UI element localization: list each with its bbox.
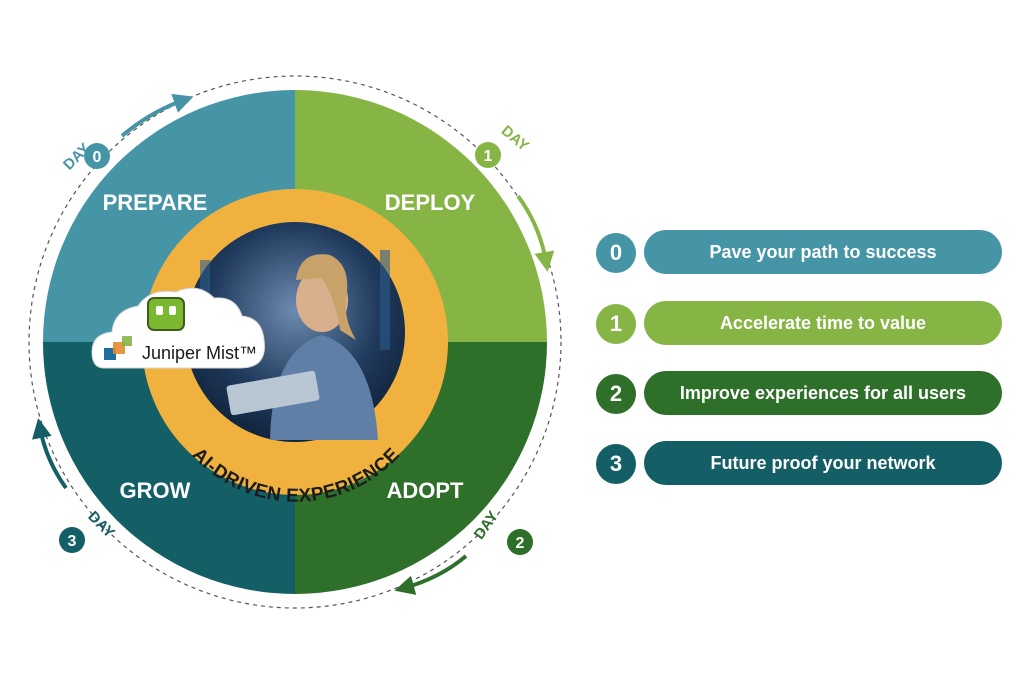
step-number-badge: 0 — [596, 233, 636, 273]
svg-text:0: 0 — [93, 149, 102, 166]
step-row-0: 0 Pave your path to success — [596, 230, 1006, 276]
day-3-badge — [59, 527, 85, 553]
arrow-day-0-icon — [120, 93, 194, 138]
svg-text:3: 3 — [68, 533, 77, 550]
day-1-marker: DAY 1 — [475, 122, 555, 272]
lifecycle-diagram: PREPARE DEPLOY ADOPT GROW AI-DRIVEN EXPE… — [28, 75, 562, 609]
phase-label-deploy: DEPLOY — [385, 190, 476, 215]
juniper-mist-logo: Juniper Mist™ — [91, 287, 265, 369]
phase-label-grow: GROW — [120, 478, 191, 503]
step-pill: Improve experiences for all users — [644, 371, 1002, 415]
outer-dashed-orbit — [28, 75, 562, 609]
step-row-1: 1 Accelerate time to value — [596, 301, 1006, 347]
phase-label-adopt: ADOPT — [387, 478, 465, 503]
svg-text:1: 1 — [484, 148, 493, 165]
day-1-badge — [475, 142, 501, 168]
person-illustration — [200, 250, 390, 440]
step-row-2: 2 Improve experiences for all users — [596, 371, 1006, 417]
step-pill: Accelerate time to value — [644, 301, 1002, 345]
arrow-day-2-icon — [394, 554, 468, 595]
mist-robot-icon — [147, 297, 185, 331]
day-0-badge — [84, 143, 110, 169]
step-row-3: 3 Future proof your network — [596, 441, 1006, 487]
svg-text:DAY: DAY — [498, 122, 532, 154]
step-pill: Pave your path to success — [644, 230, 1002, 274]
juniper-mark-icon — [104, 336, 132, 360]
step-number-badge: 1 — [596, 304, 636, 344]
arrow-day-3-icon — [32, 418, 68, 490]
svg-text:2: 2 — [516, 535, 525, 552]
logo-text: Juniper Mist™ — [142, 343, 257, 363]
step-pill: Future proof your network — [644, 441, 1002, 485]
arrow-day-1-icon — [516, 194, 555, 272]
day-2-badge — [507, 529, 533, 555]
phase-label-prepare: PREPARE — [103, 190, 208, 215]
step-number-badge: 3 — [596, 444, 636, 484]
step-number-badge: 2 — [596, 374, 636, 414]
